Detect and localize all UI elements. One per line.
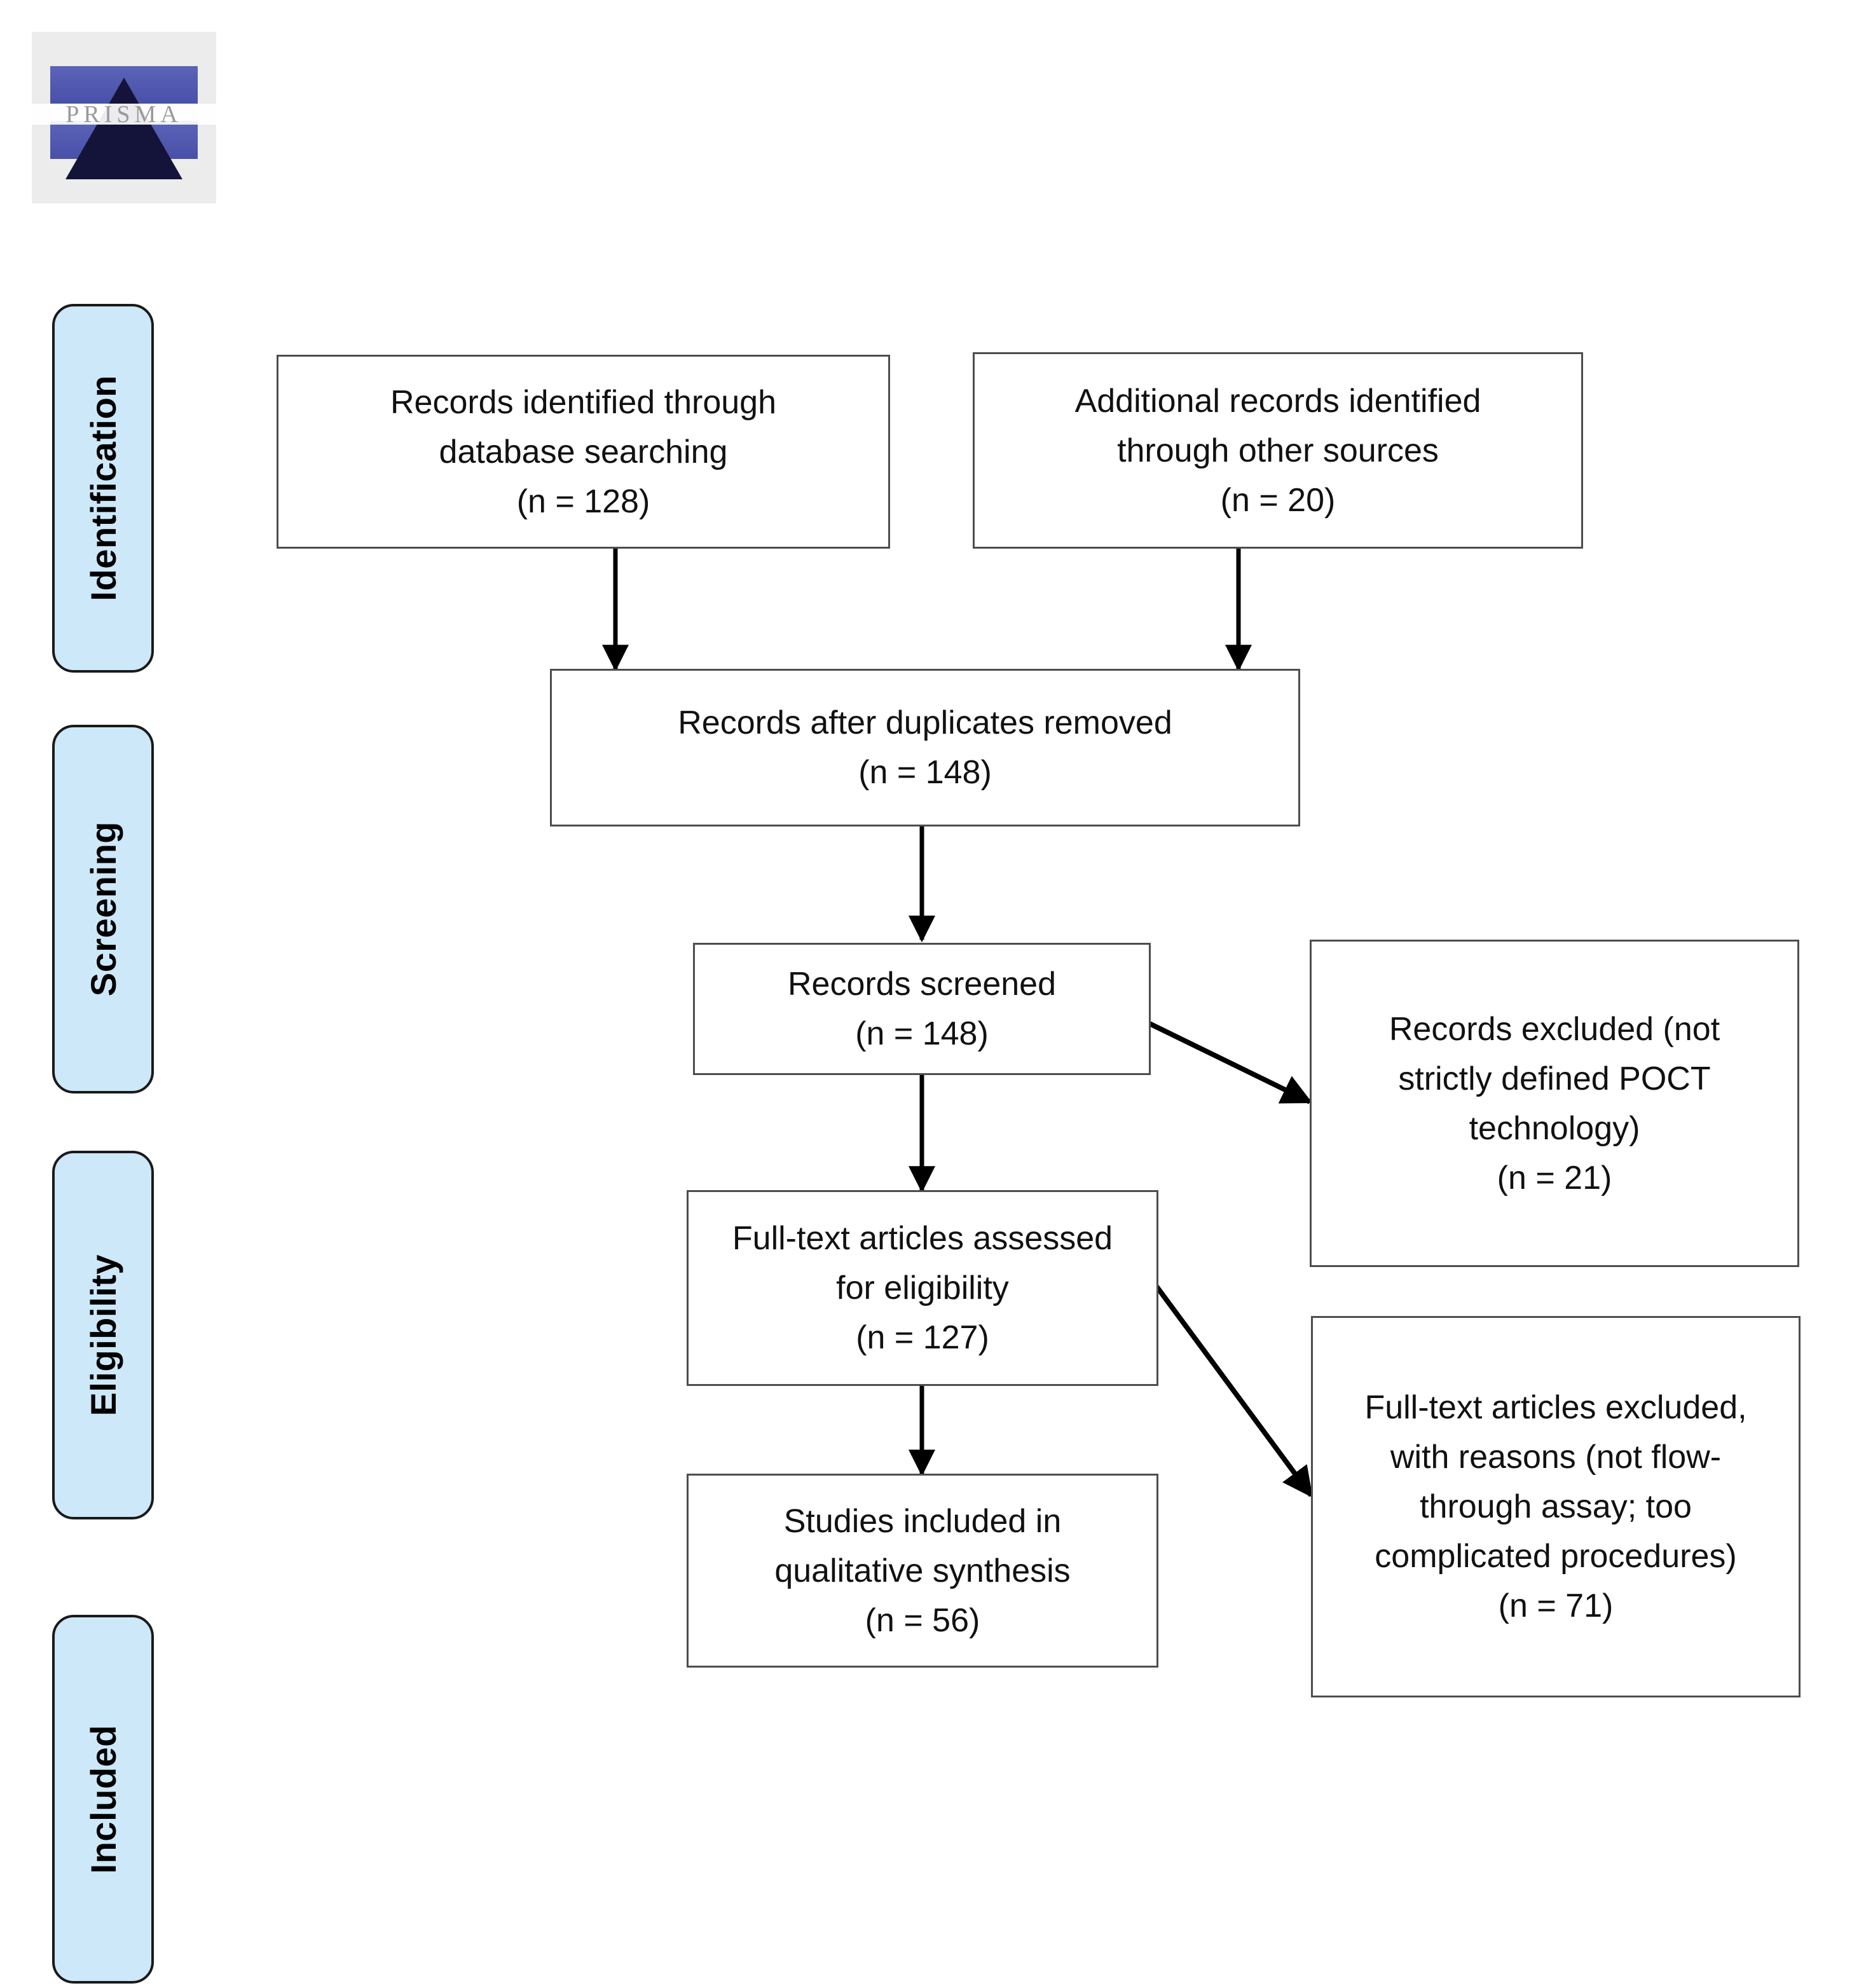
node-records-excluded: Records excluded (not strictly defined P… <box>1310 940 1799 1267</box>
node-records-screened-text: Records screened (n = 148) <box>788 966 1056 1052</box>
stage-label-screening-text: Screening <box>83 821 123 997</box>
prisma-logo: PRISMA <box>32 32 216 203</box>
node-duplicates-removed-text: Records after duplicates removed (n = 14… <box>678 704 1172 791</box>
node-records-excluded-text: Records excluded (not strictly defined P… <box>1389 1010 1720 1196</box>
node-included-studies-text: Studies included in qualitative synthesi… <box>774 1502 1071 1639</box>
logo-word-backdrop <box>32 104 216 125</box>
node-db-search-text: Records identified through database sear… <box>390 383 777 520</box>
node-included-studies: Studies included in qualitative synthesi… <box>687 1474 1158 1668</box>
node-other-sources: Additional records identified through ot… <box>973 352 1583 549</box>
arrow-screened-to-records-excluded <box>1148 1021 1313 1104</box>
stage-label-included: Included <box>52 1615 154 1984</box>
stage-label-identification-text: Identification <box>83 375 123 601</box>
stage-label-included-text: Included <box>83 1724 123 1874</box>
stage-label-identification: Identification <box>52 304 154 673</box>
node-records-screened: Records screened (n = 148) <box>693 943 1151 1075</box>
node-db-search: Records identified through database sear… <box>277 355 890 549</box>
stage-label-screening: Screening <box>52 725 154 1093</box>
node-fulltext-excluded: Full-text articles excluded, with reason… <box>1311 1316 1801 1697</box>
arrow-fulltext-assessed-to-fulltext-excluded <box>1153 1284 1314 1498</box>
stage-label-eligibility: Eligibility <box>52 1151 154 1519</box>
logo-prism-triangle-icon <box>65 78 182 180</box>
logo-wordmark: PRISMA <box>65 100 182 128</box>
node-other-sources-text: Additional records identified through ot… <box>1074 382 1481 519</box>
node-duplicates-removed: Records after duplicates removed (n = 14… <box>550 669 1300 826</box>
node-fulltext-excluded-text: Full-text articles excluded, with reason… <box>1364 1389 1747 1624</box>
stage-label-eligibility-text: Eligibility <box>83 1254 123 1416</box>
node-fulltext-assessed-text: Full-text articles assessed for eligibil… <box>732 1220 1113 1356</box>
node-fulltext-assessed: Full-text articles assessed for eligibil… <box>687 1190 1158 1386</box>
